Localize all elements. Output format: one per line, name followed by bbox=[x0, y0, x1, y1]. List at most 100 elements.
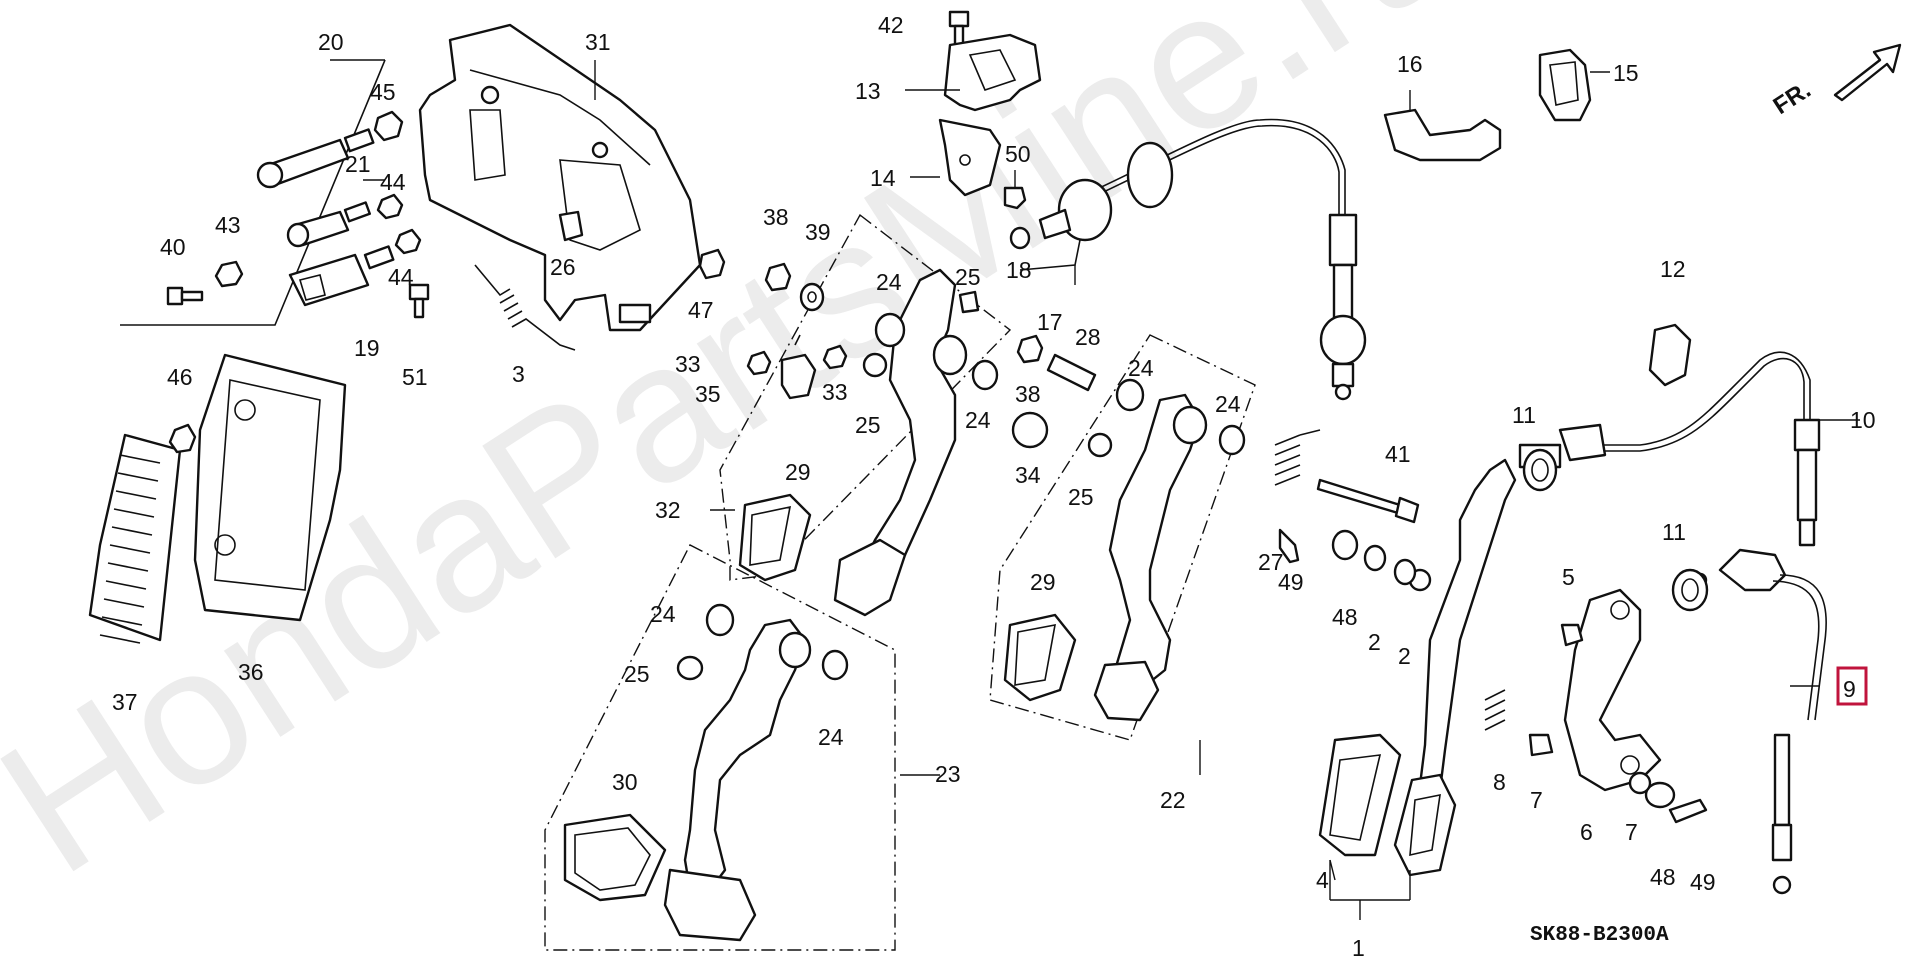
label-part-24-e: 24 bbox=[650, 601, 676, 627]
pivot-bracket-6[interactable] bbox=[1563, 588, 1662, 792]
highlight-box-9 bbox=[1836, 666, 1868, 706]
bushing-24-a[interactable] bbox=[874, 312, 906, 348]
label-part-17: 17 bbox=[1037, 309, 1063, 335]
label-part-27: 27 bbox=[1258, 549, 1284, 575]
label-part-11-a: 11 bbox=[1512, 402, 1536, 428]
clip-25-mid[interactable] bbox=[862, 352, 888, 378]
label-part-38-a: 38 bbox=[763, 204, 789, 230]
stopper-26[interactable] bbox=[558, 210, 584, 242]
nut-50[interactable] bbox=[1003, 186, 1027, 210]
part-labels: 1 2 2 3 4 5 6 7 7 8 9 10 11 11 12 13 14 … bbox=[112, 12, 1876, 960]
pedal-32[interactable] bbox=[738, 268, 968, 617]
bracket-35[interactable] bbox=[780, 334, 817, 400]
return-spring-27[interactable] bbox=[1274, 429, 1321, 486]
bolt-51[interactable] bbox=[408, 283, 430, 319]
label-part-31: 31 bbox=[585, 29, 611, 55]
label-part-37: 37 bbox=[112, 689, 138, 715]
washers-48-2[interactable] bbox=[1331, 529, 1676, 809]
pin-49[interactable] bbox=[1278, 528, 1708, 824]
pedal-bracket-31[interactable] bbox=[418, 23, 702, 332]
label-part-44-a: 44 bbox=[380, 169, 406, 195]
clip-15[interactable] bbox=[1538, 48, 1592, 122]
clip-16[interactable] bbox=[1383, 108, 1502, 162]
nut-33-right[interactable] bbox=[822, 344, 848, 370]
switch-20[interactable] bbox=[256, 128, 375, 189]
floor-mat-36[interactable] bbox=[193, 353, 347, 622]
label-part-20: 20 bbox=[318, 29, 344, 55]
label-part-24-a: 24 bbox=[876, 269, 902, 295]
label-part-13: 13 bbox=[855, 78, 881, 104]
pedal-pad-37[interactable] bbox=[88, 433, 182, 644]
label-part-7-a: 7 bbox=[1530, 787, 1543, 813]
bushing-24-b[interactable] bbox=[971, 359, 999, 391]
throttle-cable-10[interactable] bbox=[1518, 351, 1821, 547]
stop-7[interactable] bbox=[1528, 733, 1554, 757]
label-part-43: 43 bbox=[215, 212, 241, 238]
cable-9[interactable] bbox=[1692, 548, 1827, 895]
label-part-32: 32 bbox=[655, 497, 681, 523]
nut-45[interactable] bbox=[373, 110, 404, 142]
nut-38-upper[interactable] bbox=[764, 262, 792, 292]
spring-3[interactable] bbox=[474, 264, 576, 351]
pedal-23[interactable] bbox=[563, 618, 812, 942]
label-part-21: 21 bbox=[345, 151, 371, 177]
label-part-26: 26 bbox=[550, 254, 576, 280]
clutch-cable-17[interactable] bbox=[1038, 118, 1367, 401]
clip-25-lower-right[interactable] bbox=[1087, 432, 1113, 458]
nut-43[interactable] bbox=[214, 260, 244, 288]
bracket-13[interactable] bbox=[943, 33, 1042, 112]
nut-38-lower[interactable] bbox=[1016, 334, 1044, 364]
nut-33-left[interactable] bbox=[746, 350, 772, 376]
switch-19[interactable] bbox=[288, 245, 395, 307]
cap-34[interactable] bbox=[1011, 411, 1049, 449]
label-part-25-b: 25 bbox=[855, 412, 881, 438]
label-part-9: 9 bbox=[1843, 676, 1856, 702]
label-part-6: 6 bbox=[1580, 819, 1593, 845]
label-part-23: 23 bbox=[935, 761, 961, 787]
washer-39[interactable] bbox=[799, 282, 825, 312]
label-part-14: 14 bbox=[870, 165, 896, 191]
label-part-24-b: 24 bbox=[965, 407, 991, 433]
clip-25-upper[interactable] bbox=[958, 290, 980, 314]
label-part-25-a: 25 bbox=[955, 264, 981, 290]
front-direction-arrow: FR. bbox=[1769, 43, 1902, 120]
nut-44-upper[interactable] bbox=[376, 193, 404, 220]
switch-21[interactable] bbox=[286, 201, 371, 248]
bushing-24-e[interactable] bbox=[705, 603, 735, 637]
label-part-5: 5 bbox=[1562, 564, 1575, 590]
label-part-2-a: 2 bbox=[1368, 629, 1381, 655]
group-outline-32 bbox=[719, 213, 1012, 581]
label-part-19: 19 bbox=[354, 335, 380, 361]
label-part-29-b: 29 bbox=[1030, 569, 1056, 595]
label-part-47: 47 bbox=[688, 297, 714, 323]
label-part-48-a: 48 bbox=[1332, 604, 1358, 630]
bushing-24-f[interactable] bbox=[821, 649, 849, 681]
pedal-22[interactable] bbox=[1003, 393, 1208, 722]
label-part-33-b: 33 bbox=[822, 379, 848, 405]
nut-46[interactable] bbox=[168, 423, 197, 454]
bushing-24-d[interactable] bbox=[1218, 424, 1246, 456]
nut-47[interactable] bbox=[698, 248, 726, 280]
label-part-42: 42 bbox=[878, 12, 904, 38]
clip-18[interactable] bbox=[1009, 226, 1031, 250]
bolt-42[interactable] bbox=[948, 10, 970, 48]
label-part-24-d: 24 bbox=[1215, 391, 1241, 417]
bolt-41[interactable] bbox=[1316, 478, 1420, 524]
front-indicator-label: FR. bbox=[1769, 76, 1816, 120]
bolt-40[interactable] bbox=[166, 286, 204, 306]
bolt-5[interactable] bbox=[1560, 623, 1584, 647]
pin-28[interactable] bbox=[1046, 353, 1097, 392]
accelerator-pedal-1[interactable] bbox=[1318, 458, 1517, 877]
clip-25-group-23[interactable] bbox=[676, 655, 704, 681]
nut-44-lower[interactable] bbox=[394, 228, 422, 255]
clip-12[interactable] bbox=[1648, 323, 1692, 387]
label-part-2-b: 2 bbox=[1398, 643, 1411, 669]
bracket-14[interactable] bbox=[938, 118, 1002, 197]
label-part-3: 3 bbox=[512, 361, 525, 387]
bushing-11-upper[interactable] bbox=[1522, 448, 1558, 492]
bushing-11-lower[interactable] bbox=[1671, 568, 1709, 612]
bushing-24-c[interactable] bbox=[1115, 378, 1145, 412]
spring-8[interactable] bbox=[1484, 689, 1506, 731]
label-part-45: 45 bbox=[370, 79, 396, 105]
